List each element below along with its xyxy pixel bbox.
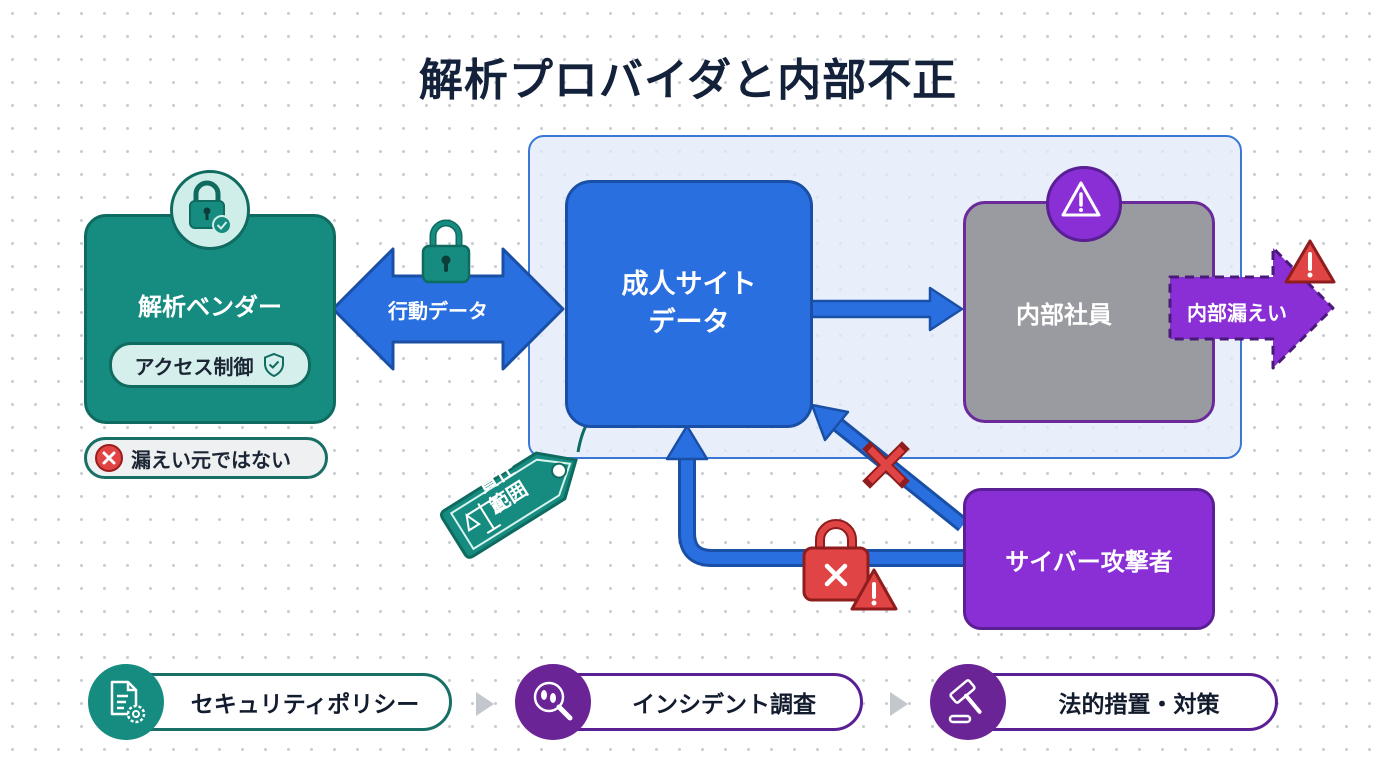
adult-site-data-box[interactable]: 成人サイト データ	[565, 180, 813, 428]
x-circle-icon	[95, 444, 123, 472]
vendor-title: 解析ベンダー	[138, 293, 282, 321]
cyber-attacker-box[interactable]: サイバー攻撃者	[963, 488, 1215, 630]
scales-icon	[465, 496, 509, 535]
access-control-pill: アクセス制御	[109, 342, 311, 388]
site-to-employee-arrow	[807, 286, 964, 332]
lock-icon	[421, 219, 471, 284]
step-incident-badge	[515, 664, 591, 740]
behavior-data-label: 行動データ	[388, 299, 488, 323]
footprint-search-icon	[533, 681, 573, 721]
warning-icon	[1061, 181, 1101, 217]
step-incident-investigation[interactable]: インシデント調査	[545, 673, 863, 731]
internal-leak-label: 内部漏えい	[1187, 301, 1287, 325]
shield-check-icon	[263, 352, 284, 378]
step-legal-badge	[930, 664, 1006, 740]
employee-warning-badge	[1046, 166, 1122, 242]
step-chevron-icon-2	[890, 692, 908, 716]
site-data-line2: データ	[648, 307, 730, 338]
attacker-path-arrowhead	[665, 424, 709, 461]
attacker-diagonal-arrowhead	[810, 403, 850, 442]
access-control-label: アクセス制御	[134, 354, 254, 379]
not-leak-source-label: 漏えい元ではない	[131, 447, 291, 472]
not-leak-source-badge: 漏えい元ではない	[84, 437, 328, 479]
lock-check-icon	[189, 180, 232, 235]
lock-x-icon	[802, 519, 898, 611]
page-title: 解析プロバイダと内部不正	[418, 55, 958, 106]
analytics-vendor-card: 解析ベンダー アクセス制御	[84, 214, 336, 424]
step-chevron-icon	[476, 692, 494, 716]
leak-warning-icon	[1284, 239, 1336, 284]
vendor-lock-badge	[170, 170, 250, 250]
behavior-data-arrow	[331, 247, 565, 371]
step-security-policy-label: セキュリティポリシー	[190, 692, 420, 718]
site-data-line1: 成人サイト	[621, 269, 757, 300]
step-security-policy-badge	[88, 664, 164, 740]
step-security-policy[interactable]: セキュリティポリシー	[118, 673, 452, 731]
step-incident-label: インシデント調査	[632, 692, 816, 718]
step-legal-measures[interactable]: 法的措置・対策	[960, 673, 1278, 731]
blocked-x-icon	[862, 441, 910, 489]
employee-title: 内部社員	[1016, 300, 1112, 329]
step-legal-label: 法的措置・対策	[1058, 692, 1220, 718]
gavel-icon	[948, 679, 982, 724]
document-gear-icon	[110, 680, 146, 724]
attacker-title: サイバー攻撃者	[1005, 547, 1173, 576]
responsibility-scope-tag	[440, 451, 578, 559]
